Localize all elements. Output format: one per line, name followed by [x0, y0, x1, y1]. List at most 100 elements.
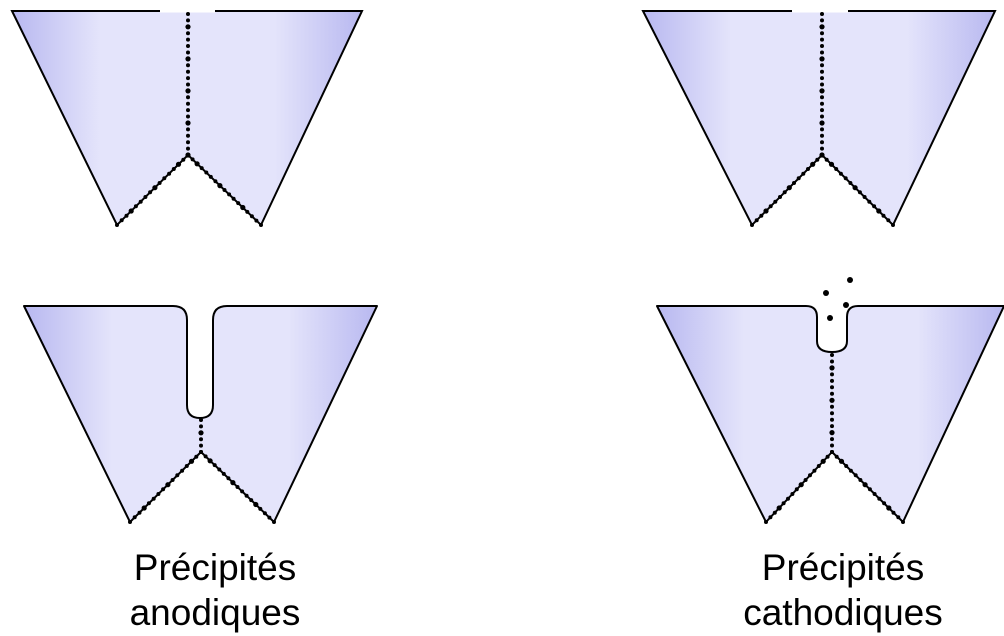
precipitate-dot: [873, 492, 877, 496]
panel-cathodic: [657, 277, 1004, 524]
precipitate-dot: [217, 468, 221, 472]
precipitate-dot: [795, 487, 799, 491]
precipitate-dot: [820, 153, 824, 157]
precipitate-dot: [133, 515, 137, 519]
precipitate-dot: [134, 204, 138, 208]
precipitate-dot: [213, 179, 217, 183]
precipitate-dot: [186, 12, 190, 16]
precipitate-dot: [143, 195, 147, 199]
precipitate-dot: [830, 405, 834, 409]
precipitate-dot: [186, 76, 190, 80]
precipitate-dot: [892, 511, 896, 515]
precipitate-dot: [152, 185, 157, 190]
precipitate-dot: [820, 147, 824, 151]
precipitate-dot: [820, 51, 824, 55]
precipitate-dot: [186, 83, 190, 87]
precipitate-dot: [213, 463, 217, 467]
precipitate-dot: [185, 88, 190, 93]
precipitate-dot: [186, 134, 190, 138]
precipitate-dot: [825, 158, 829, 162]
precipitate-dot: [778, 195, 782, 199]
precipitate-dot: [821, 459, 826, 464]
precipitate-dot: [839, 459, 844, 464]
precipitate-dot: [830, 392, 834, 396]
precipitate-dot: [896, 515, 900, 519]
precipitate-dot: [820, 134, 824, 138]
precipitate-dot: [180, 469, 184, 473]
precipitate-dot: [819, 120, 824, 125]
precipitate-dot: [156, 492, 160, 496]
precipitate-dot: [829, 162, 834, 167]
precipitate-dot: [176, 162, 181, 167]
precipitate-dot: [819, 56, 824, 61]
precipitate-dot: [829, 430, 834, 435]
precipitate-dot: [769, 204, 773, 208]
precipitate-dot: [245, 494, 249, 498]
precipitate-dot: [245, 210, 249, 214]
caption-line-2: cathodiques: [693, 590, 993, 635]
precipitate-dot: [186, 18, 190, 22]
precipitate-dot: [820, 76, 824, 80]
caption-line-2: anodiques: [65, 590, 365, 635]
precipitate-dot: [204, 171, 208, 175]
precipitate-dot: [259, 223, 263, 227]
precipitate-dot: [820, 140, 824, 144]
precipitate-dot: [830, 385, 834, 389]
precipitate-dot: [226, 476, 230, 480]
precipitate-dot: [254, 219, 258, 223]
precipitate-dot: [186, 115, 190, 119]
precipitate-dot: [830, 450, 834, 454]
precipitate-dot: [830, 379, 834, 383]
precipitate-dot: [830, 418, 834, 422]
precipitate-dot: [830, 437, 834, 441]
grain-shape-grooved: [24, 306, 377, 522]
precipitate-dot: [186, 51, 190, 55]
precipitate-dot: [194, 455, 198, 459]
precipitate-dot: [797, 176, 801, 180]
precipitate-dot: [186, 102, 190, 106]
precipitate-dot: [125, 214, 129, 218]
precipitate-dot: [759, 214, 763, 218]
precipitate-dot: [819, 88, 824, 93]
precipitate-dot: [820, 83, 824, 87]
caption-cathodic-precipitates: Précipités cathodiques: [693, 545, 993, 635]
precipitate-dot: [792, 181, 796, 185]
precipitate-dot: [258, 507, 262, 511]
precipitate-dot: [142, 505, 147, 510]
precipitate-dot: [764, 520, 768, 524]
precipitate-dot: [876, 208, 881, 213]
precipitate-dot: [810, 162, 815, 167]
precipitate-dot: [199, 418, 203, 422]
precipitate-dot: [249, 498, 253, 502]
precipitate-dot: [185, 24, 190, 29]
precipitate-dot: [830, 411, 834, 415]
precipitate-dot: [820, 31, 824, 35]
precipitate-dot: [139, 200, 143, 204]
precipitate-dot: [763, 208, 768, 213]
precipitate-dot: [901, 520, 905, 524]
precipitate-dot: [891, 223, 895, 227]
precipitate-dot: [830, 353, 834, 357]
precipitate-dot: [172, 167, 176, 171]
precipitate-dot: [272, 520, 276, 524]
precipitate-dot: [820, 38, 824, 42]
precipitate-dot: [162, 176, 166, 180]
precipitate-dot: [801, 172, 805, 176]
precipitate-dot: [199, 444, 203, 448]
precipitate-dot: [165, 482, 170, 487]
precipitate-dot: [773, 511, 777, 515]
precipitate-dot: [808, 473, 812, 477]
precipitate-dot: [186, 95, 190, 99]
precipitate-dot: [181, 158, 185, 162]
panel-anodic: [24, 306, 377, 524]
precipitate-dot: [186, 44, 190, 48]
precipitate-dot: [263, 511, 267, 515]
precipitate-dot: [240, 489, 244, 493]
panel-initial-right: [643, 11, 995, 227]
precipitate-dot: [250, 214, 254, 218]
precipitate-particle: [823, 290, 829, 296]
precipitate-dot: [863, 482, 868, 487]
precipitate-dot: [171, 478, 175, 482]
precipitate-dot: [186, 38, 190, 42]
